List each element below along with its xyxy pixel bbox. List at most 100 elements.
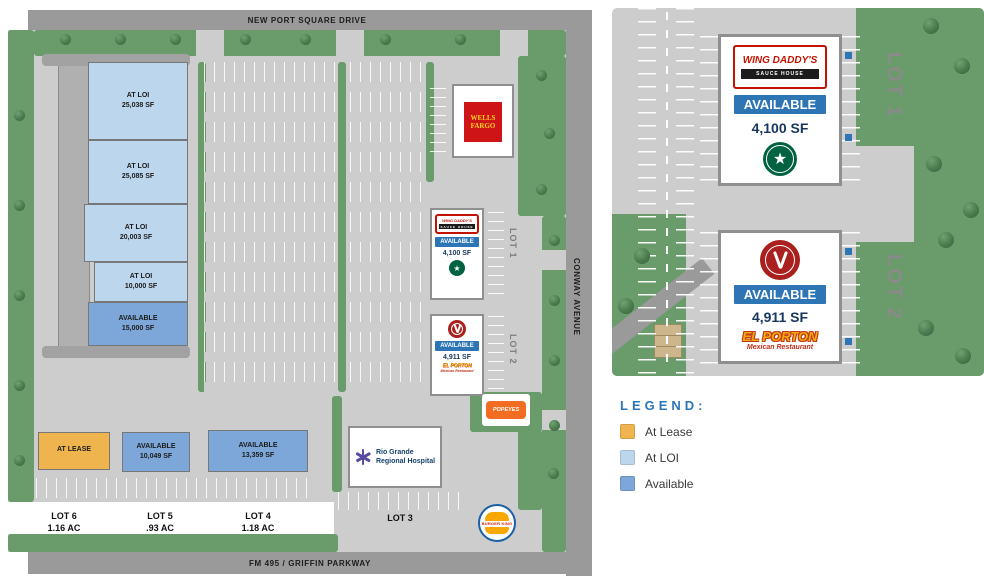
wing-daddys-logo: WING DADDY'S SAUCE HOUSE	[733, 45, 827, 89]
tree-icon	[549, 295, 560, 306]
el-porton-sub: Mexican Restaurant	[440, 369, 474, 373]
driveway	[196, 30, 224, 56]
parking-zone	[350, 62, 424, 392]
tree-icon	[455, 34, 466, 45]
tree-icon	[938, 232, 954, 248]
landscape-strip-bottom	[8, 534, 338, 552]
unit-status: AVAILABLE	[118, 315, 158, 323]
road-label: NEW PORT SQUARE DRIVE	[247, 15, 367, 25]
parking-stalls	[638, 8, 656, 376]
driveway	[336, 30, 364, 56]
parking-stalls	[700, 36, 718, 186]
hospital-building: Rio Grande Regional Hospital	[348, 426, 442, 488]
legend-label: At Lease	[645, 424, 693, 439]
popeyes-pad: POPEYES	[482, 394, 530, 426]
tree-icon	[380, 34, 391, 45]
tree-icon	[536, 70, 547, 81]
tree-icon	[115, 34, 126, 45]
restaurant-circle-logo	[760, 240, 800, 280]
wing-daddys-text: WING DADDY'S	[442, 218, 472, 223]
legend-label: Available	[645, 476, 694, 491]
anchor-unit: AVAILABLE 15,000 SF	[88, 302, 188, 346]
pad-size: 4,100 SF	[442, 250, 472, 257]
tree-icon	[544, 128, 555, 139]
tree-icon	[955, 348, 971, 364]
legend-title: LEGEND:	[620, 398, 707, 413]
el-porton-sub: Mexican Restaurant	[746, 344, 814, 351]
starbucks-logo: ★	[763, 142, 797, 176]
inset-lot2-label: LOT 2	[883, 254, 905, 321]
legend-item-available: Available	[620, 476, 820, 491]
lot-name: LOT 4	[245, 511, 271, 521]
el-porton-text: EL PORTON	[442, 363, 472, 369]
tree-icon	[14, 200, 25, 211]
parking-stalls	[36, 478, 308, 502]
parking-notch	[856, 146, 914, 242]
tree-icon	[549, 355, 560, 366]
tree-icon	[14, 455, 25, 466]
wells-fargo-text: WELLS	[470, 113, 496, 122]
pad-size: 4,100 SF	[751, 120, 809, 136]
lot-label-band	[8, 502, 334, 534]
lot-label-6: LOT 6 1.16 AC	[32, 510, 96, 534]
logo-ring	[765, 245, 795, 275]
lot-name: LOT 3	[387, 513, 413, 523]
popeyes-logo: POPEYES	[486, 401, 526, 419]
unit-size: 20,003 SF	[119, 233, 153, 241]
parking-island	[198, 62, 206, 392]
tree-icon	[926, 156, 942, 172]
pad-building-lot1: WING DADDY'S SAUCE HOUSE AVAILABLE 4,100…	[430, 208, 484, 300]
site-plan: NEW PORT SQUARE DRIVE CONWAY AVENUE FM 4…	[8, 10, 592, 576]
pad-size: 4,911 SF	[442, 354, 472, 361]
legend-swatch-available	[620, 476, 635, 491]
lot-area: 1.18 AC	[241, 523, 275, 534]
restaurant-circle-logo	[448, 320, 466, 338]
road-conway-avenue	[566, 10, 592, 576]
wing-daddys-sub: SAUCE HOUSE	[439, 224, 475, 229]
wells-fargo-logo: WELLS FARGO	[464, 102, 502, 142]
legend-swatch-at-loi	[620, 450, 635, 465]
landscape-strip-right	[542, 216, 566, 552]
unit-status: AT LOI	[126, 92, 150, 100]
road-new-port-square: NEW PORT SQUARE DRIVE	[28, 10, 586, 30]
tree-icon	[548, 468, 559, 479]
unit-size: 13,359 SF	[241, 451, 275, 459]
available-bar: AVAILABLE	[435, 341, 479, 351]
lot-area: .93 AC	[146, 523, 174, 534]
parking-zone	[204, 62, 338, 392]
anchor-unit: AT LOI 25,085 SF	[88, 140, 188, 204]
parking-stalls	[488, 212, 504, 296]
parking-stalls	[842, 232, 860, 370]
parking-island	[338, 62, 346, 392]
el-porton-logo: EL PORTON Mexican Restaurant	[742, 330, 817, 352]
bun-bottom	[485, 527, 509, 534]
starbucks-logo: ★	[449, 260, 465, 276]
canopy	[42, 346, 190, 358]
legend-item-at-lease: At Lease	[620, 424, 820, 439]
lot-label-4: LOT 4 1.18 AC	[226, 510, 290, 534]
inset-lot1-label: LOT 1	[883, 52, 905, 119]
lot-label-5: LOT 5 .93 AC	[128, 510, 192, 534]
tree-icon	[170, 34, 181, 45]
tree-icon	[14, 110, 25, 121]
unit-status: AT LOI	[129, 273, 153, 281]
anchor-unit: AT LOI 20,003 SF	[84, 204, 188, 262]
lot1-vertical-label: LOT 1	[508, 228, 518, 259]
anchor-building: AT LOI 25,038 SF AT LOI 25,085 SF AT LOI…	[38, 50, 194, 362]
starbucks-siren: ★	[453, 263, 461, 273]
detail-inset: WING DADDY'S SAUCE HOUSE AVAILABLE 4,100…	[612, 8, 984, 376]
tree-icon	[549, 235, 560, 246]
available-bar: AVAILABLE	[734, 95, 826, 114]
tree-icon	[963, 202, 979, 218]
ada-parking-marker	[845, 134, 852, 141]
unit-size: 15,000 SF	[121, 324, 155, 332]
unit-size: 25,085 SF	[121, 172, 155, 180]
burger-king-logo: BURGER KING	[478, 504, 516, 542]
unit-status: AVAILABLE	[238, 442, 278, 450]
tree-icon	[14, 380, 25, 391]
unit-size: 25,038 SF	[121, 101, 155, 109]
legend-item-at-loi: At LOI	[620, 450, 820, 465]
pad-building-lot2: AVAILABLE 4,911 SF EL PORTON Mexican Res…	[430, 314, 484, 396]
landscape-patch	[518, 430, 542, 510]
tree-icon	[300, 34, 311, 45]
